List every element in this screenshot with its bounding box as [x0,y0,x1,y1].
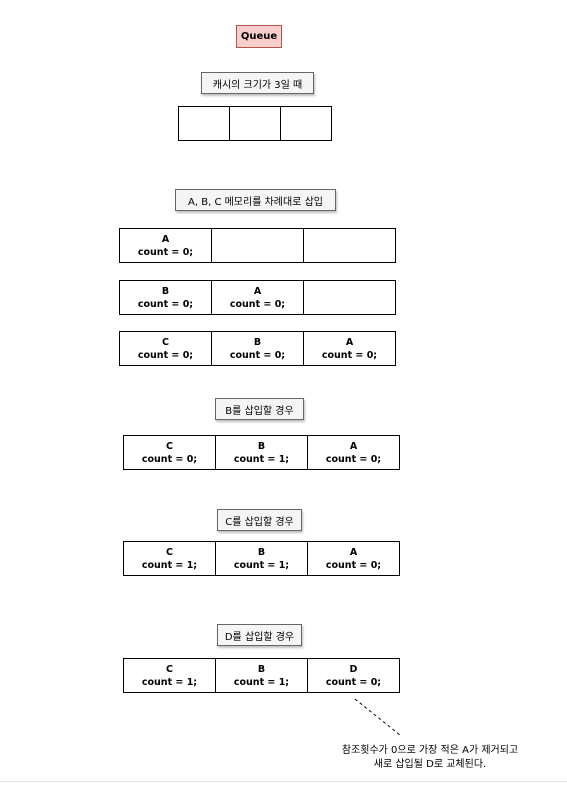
note-line-1: 참조횟수가 0으로 가장 적은 A가 제거되고 [341,745,519,756]
cell-count: count = 0; [137,349,194,361]
cell-name: B [257,663,266,675]
insert-d-label: D를 삽입할 경우 [217,624,302,646]
cell-name: B [257,546,266,558]
cell-count: count = 1; [141,676,198,688]
cache-size-label: 캐시의 크기가 3일 때 [201,72,314,94]
insert-abc-label: A, B, C 메모리를 차례대로 삽입 [175,189,336,211]
cell-name: B [161,285,170,297]
insert-c-row: C count = 1; B count = 1; A count = 0; [123,541,400,576]
cache-cell: B count = 0; [211,331,304,366]
cell-count: count = 0; [325,559,382,571]
cache-cell: A count = 0; [303,331,396,366]
cell-count: count = 1; [233,559,290,571]
cell-count: count = 0; [321,349,378,361]
cell-name: A [253,285,262,297]
empty-slot [280,106,332,141]
cell-name: B [257,440,266,452]
cache-cell [303,280,396,315]
queue-title: Queue [236,25,282,48]
cache-cell: D count = 0; [307,658,400,693]
cell-count: count = 0; [141,453,198,465]
cell-count: count = 0; [229,298,286,310]
cache-cell: A count = 0; [307,435,400,470]
note-line-2: 새로 삽입될 D로 교체된다. [373,759,487,770]
replacement-note: 참조횟수가 0으로 가장 적은 A가 제거되고 새로 삽입될 D로 교체된다. [320,744,540,772]
cell-name: D [349,663,358,675]
cell-name: C [166,546,173,558]
cell-name: A [349,546,358,558]
step-row: C count = 0; B count = 0; A count = 0; [119,331,396,366]
cell-count: count = 0; [229,349,286,361]
cache-cell: C count = 0; [123,435,216,470]
step-row: A count = 0; [119,228,396,263]
insert-b-label: B를 삽입할 경우 [215,398,304,420]
cache-cell: A count = 0; [119,228,212,263]
cell-name: C [162,336,169,348]
insert-b-row: C count = 0; B count = 1; A count = 0; [123,435,400,470]
cell-name: A [345,336,354,348]
cell-count: count = 0; [325,453,382,465]
insert-d-row: C count = 1; B count = 1; D count = 0; [123,658,400,693]
cell-name: B [253,336,262,348]
cache-cell: B count = 0; [119,280,212,315]
page-bottom-divider [0,781,567,782]
cache-cell: B count = 1; [215,435,308,470]
cache-cell: B count = 1; [215,541,308,576]
cache-cell: B count = 1; [215,658,308,693]
cache-cell [211,228,304,263]
cell-name: C [166,440,173,452]
cache-cell: A count = 0; [307,541,400,576]
cell-count: count = 1; [233,453,290,465]
cell-count: count = 1; [233,676,290,688]
step-row: B count = 0; A count = 0; [119,280,396,315]
cell-name: A [349,440,358,452]
cache-cell: A count = 0; [211,280,304,315]
empty-cache-row [178,106,332,141]
cell-count: count = 0; [137,246,194,258]
empty-slot [229,106,281,141]
insert-c-label: C를 삽입할 경우 [217,509,302,531]
cell-count: count = 0; [137,298,194,310]
cell-count: count = 1; [141,559,198,571]
cache-cell: C count = 0; [119,331,212,366]
cache-cell: C count = 1; [123,541,216,576]
cell-name: A [161,233,170,245]
cache-cell [303,228,396,263]
cell-count: count = 0; [325,676,382,688]
cell-name: C [166,663,173,675]
